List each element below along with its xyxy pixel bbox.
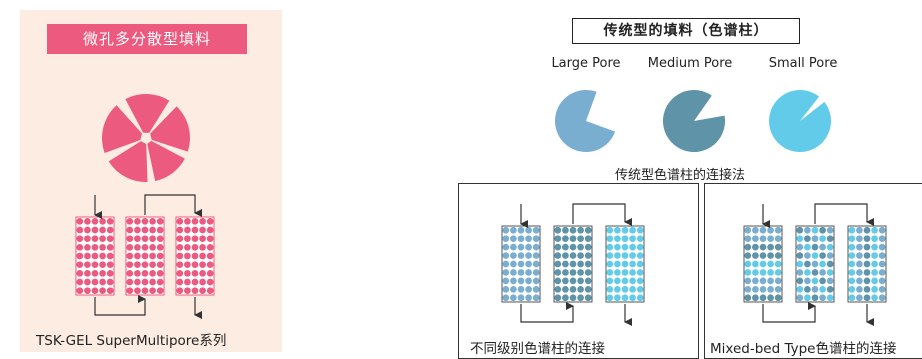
small-pore-particle-icon [768, 90, 831, 153]
multipore-title: 微孔多分散型填料 [47, 24, 247, 54]
column [847, 225, 887, 303]
column [605, 225, 645, 303]
multipore-caption: TSK-GEL SuperMultipore系列 [36, 333, 227, 349]
mixed-bed-column-series [743, 225, 887, 303]
column [743, 225, 783, 303]
large-pore-label: Large Pore [551, 56, 621, 71]
fan-blade [108, 141, 148, 182]
column [175, 216, 215, 296]
mixed-bed-caption: Mixed-bed Type色谱柱的连接 [710, 341, 897, 357]
fan-blade [125, 94, 170, 133]
fan-blade [147, 140, 185, 182]
column [501, 225, 541, 303]
multipore-column-series [75, 216, 215, 296]
column [553, 225, 593, 303]
medium-pore-particle-icon [663, 90, 725, 153]
fan-blade [101, 105, 142, 154]
connection-method-label: 传统型色谱柱的连接法 [614, 168, 745, 183]
small-pore-label: Small Pore [768, 56, 838, 71]
large-pore-particle-icon [555, 90, 616, 152]
column [75, 216, 115, 296]
column [125, 216, 165, 296]
different-grade-column-series [501, 225, 645, 303]
conventional-title: 传统型的填料（色谱柱） [572, 18, 800, 44]
medium-pore-label: Medium Pore [647, 56, 733, 71]
different-grade-caption: 不同级别色谱柱的连接 [470, 341, 605, 357]
multipore-particle-icon [101, 94, 190, 182]
column [795, 225, 835, 303]
flow-arrows [94, 194, 874, 326]
fan-blade [150, 106, 190, 152]
